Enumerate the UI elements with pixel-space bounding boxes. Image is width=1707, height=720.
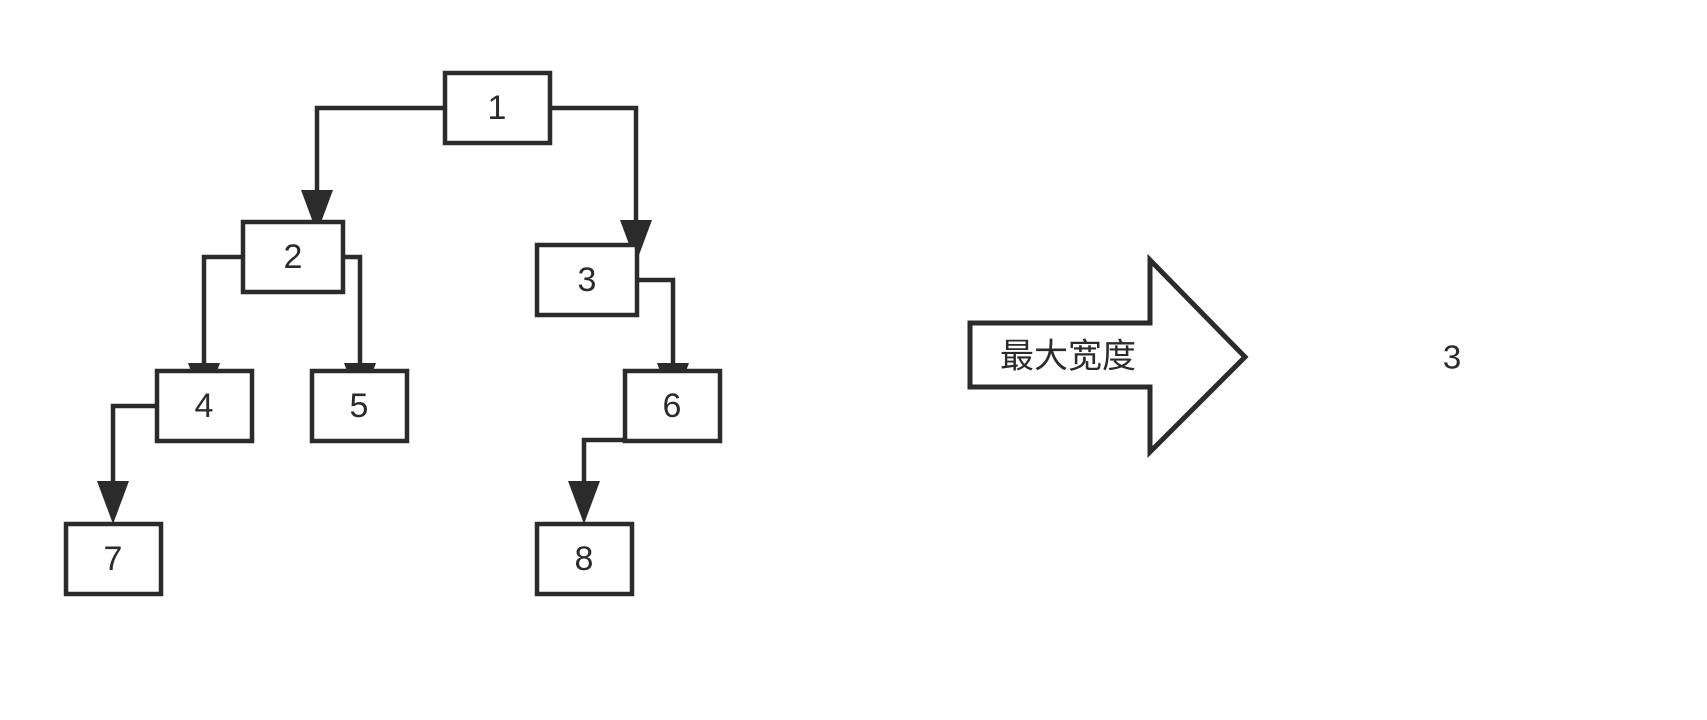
edge-line-2-4: [201, 254, 243, 375]
node-label-7: 7: [104, 540, 123, 578]
node-label-2: 2: [284, 238, 303, 276]
edge-4-to-7: [97, 403, 157, 524]
node-box-1[interactable]: [442, 70, 553, 146]
node-label-3: 3: [578, 261, 597, 299]
nodes-layer: 1 2 3 4 5 6 7 8: [63, 70, 723, 597]
tree-node-5[interactable]: 5: [309, 368, 410, 444]
arrowhead-1-2: [301, 190, 333, 233]
node-box-7[interactable]: [63, 521, 164, 597]
node-label-5: 5: [350, 387, 369, 425]
edge-1-to-2: [301, 105, 445, 233]
tree-node-3[interactable]: 3: [534, 242, 640, 318]
arrow-label-text: 最大宽度: [1000, 337, 1136, 377]
node-box-8[interactable]: [534, 521, 635, 597]
edge-line-2-5: [343, 254, 363, 375]
tree-node-2[interactable]: 2: [240, 219, 346, 295]
node-label-6: 6: [663, 387, 682, 425]
result-value: 3: [1443, 339, 1461, 376]
tree-node-8[interactable]: 8: [534, 521, 635, 597]
edge-line-1-2: [314, 105, 445, 200]
node-label-1: 1: [488, 89, 507, 127]
tree-node-6[interactable]: 6: [622, 368, 723, 444]
node-box-2[interactable]: [240, 219, 346, 295]
node-label-4: 4: [195, 387, 214, 425]
max-width-callout: 最大宽度: [967, 253, 1249, 459]
edge-line-4-7: [110, 403, 157, 492]
edge-1-to-3: [550, 105, 652, 263]
edge-line-3-6: [637, 277, 676, 375]
edge-line-1-3: [550, 105, 639, 230]
edge-6-to-8: [568, 437, 625, 524]
node-box-4[interactable]: [154, 368, 255, 444]
tree-node-4[interactable]: 4: [154, 368, 255, 444]
right-arrow-icon: [967, 253, 1249, 459]
node-label-8: 8: [575, 540, 594, 578]
tree-node-7[interactable]: 7: [63, 521, 164, 597]
arrowhead-6-8: [568, 481, 600, 524]
node-box-3[interactable]: [534, 242, 640, 318]
edge-line-6-8: [581, 437, 625, 492]
tree-node-1[interactable]: 1: [442, 70, 553, 146]
arrowhead-4-7: [97, 481, 129, 524]
node-box-5[interactable]: [309, 368, 410, 444]
node-box-6[interactable]: [622, 368, 723, 444]
arrowhead-1-3: [620, 220, 652, 263]
